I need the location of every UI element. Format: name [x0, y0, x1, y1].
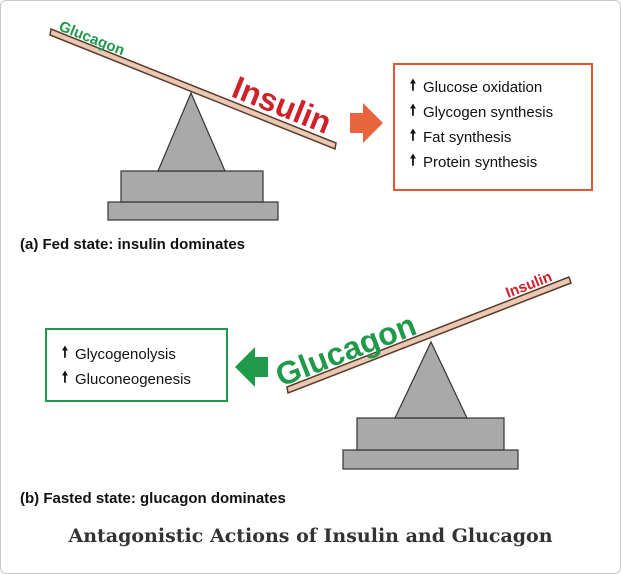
fed-fulcrum — [157, 91, 226, 172]
up-arrow-icon: 🠕 — [61, 369, 69, 386]
fed-effect-item: 🠕Glucose oxidation — [407, 75, 591, 100]
fed-effect-item: 🠕Fat synthesis — [407, 125, 591, 150]
fasted-caption: (b) Fasted state: glucagon dominates — [20, 490, 286, 507]
fed-seesaw: Glucagon Insulin — [49, 18, 383, 221]
fed-effect-item: 🠕Protein synthesis — [407, 150, 591, 175]
up-arrow-icon: 🠕 — [61, 344, 69, 361]
up-arrow-icon: 🠕 — [409, 77, 417, 94]
fasted-fulcrum — [394, 340, 468, 419]
fasted-effect-item: 🠕Glycogenolysis — [59, 342, 226, 367]
fed-base-bottom — [107, 201, 279, 221]
fasted-left-arrow-icon — [235, 347, 268, 387]
up-arrow-icon: 🠕 — [409, 102, 417, 119]
fed-insulin-label: Insulin — [227, 69, 336, 141]
fasted-base-top — [356, 417, 505, 451]
fasted-base-bottom — [342, 449, 519, 470]
fed-caption: (a) Fed state: insulin dominates — [20, 236, 246, 253]
fasted-beam — [286, 276, 572, 395]
fed-base-top — [120, 170, 264, 203]
fed-right-arrow-icon — [350, 103, 383, 143]
fed-effects-box: 🠕Glucose oxidation 🠕Glycogen synthesis 🠕… — [393, 63, 593, 191]
fasted-seesaw: Insulin Glucagon — [235, 268, 572, 470]
fasted-effect-item: 🠕Gluconeogenesis — [59, 367, 226, 392]
figure-title: Antagonistic Actions of Insulin and Gluc… — [68, 525, 553, 547]
up-arrow-icon: 🠕 — [409, 127, 417, 144]
fed-effect-item: 🠕Glycogen synthesis — [407, 100, 591, 125]
up-arrow-icon: 🠕 — [409, 152, 417, 169]
fasted-effects-box: 🠕Glycogenolysis 🠕Gluconeogenesis — [45, 328, 228, 402]
fed-beam — [49, 27, 337, 151]
